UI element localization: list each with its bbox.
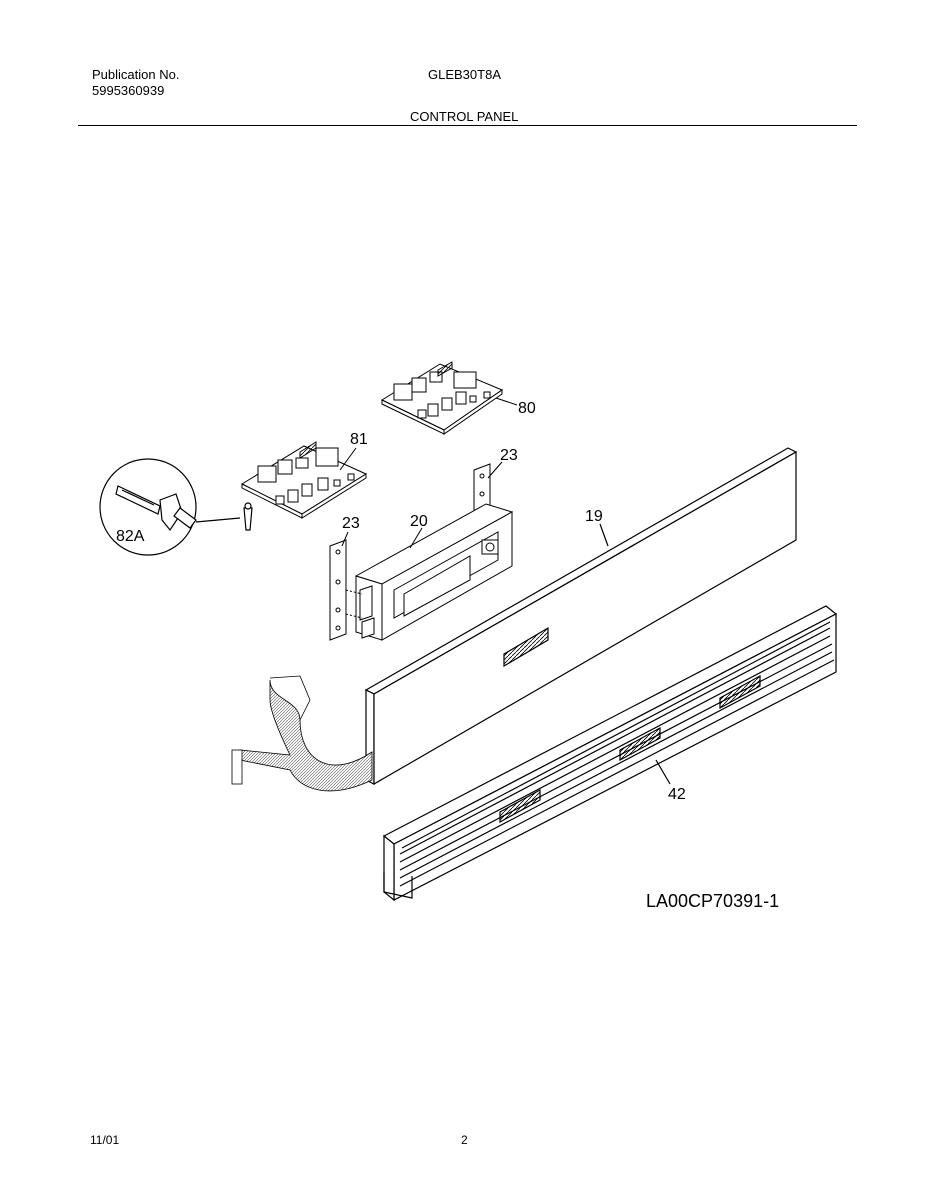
model-number: GLEB30T8A: [428, 67, 501, 82]
callout-42: 42: [668, 786, 686, 803]
support-pin-82a-detail: [99, 458, 253, 556]
callout-23-right: 23: [500, 447, 518, 464]
relay-board-81: [240, 441, 368, 519]
control-module-20: [345, 503, 514, 641]
drawing-code: LA00CP70391-1: [646, 891, 779, 911]
callout-80: 80: [518, 400, 536, 417]
trim-extrusion-42: [382, 605, 838, 902]
publication-label: Publication No.: [92, 67, 180, 82]
callout-23-left: 23: [342, 515, 360, 532]
relay-board-80: [380, 361, 518, 435]
callout-20: 20: [410, 513, 428, 530]
callout-19: 19: [585, 508, 603, 525]
callout-82a: 82A: [116, 528, 145, 545]
ribbon-cable: [231, 675, 373, 792]
callout-81: 81: [350, 431, 368, 448]
footer-date: 11/01: [90, 1133, 120, 1147]
section-title: CONTROL PANEL: [410, 109, 519, 124]
header-divider: [78, 125, 857, 126]
control-panel-overlay-19: [364, 447, 798, 786]
bracket-23-left: [329, 531, 349, 641]
publication-number: 5995360939: [92, 83, 165, 98]
page-number: 2: [461, 1133, 468, 1147]
